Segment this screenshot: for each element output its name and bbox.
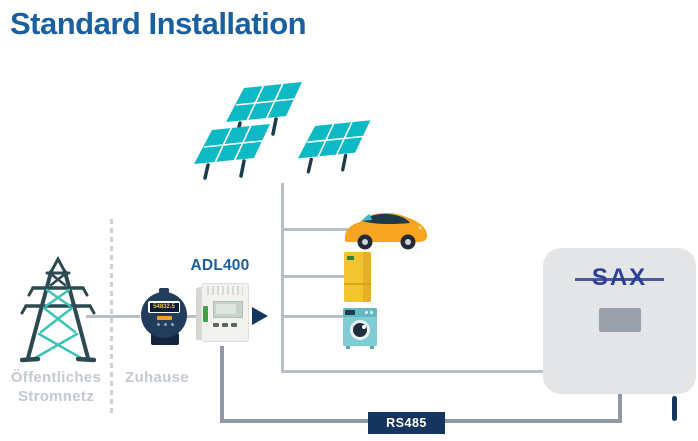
fridge-divider <box>344 283 371 285</box>
meter-dot <box>164 323 167 326</box>
adl400-green-stripe <box>203 306 208 322</box>
transmission-tower-icon <box>20 255 96 363</box>
rs485-wire-up-to-inverter <box>618 394 622 423</box>
adl400-button <box>213 323 219 327</box>
washer-door <box>350 320 370 340</box>
wire-branch-car <box>283 228 348 231</box>
ev-car-icon <box>344 212 428 250</box>
grid-home-boundary-dashed-line <box>110 219 113 416</box>
wire-branch-fridge <box>283 275 344 278</box>
rs485-wire-down-from-adl400 <box>220 346 224 422</box>
page-title: Standard Installation <box>10 6 307 41</box>
sax-logo-strikethrough <box>575 278 664 281</box>
wire-bus-to-inverter <box>281 370 545 373</box>
meter-body <box>141 292 187 338</box>
wire-meter-to-adl400 <box>184 315 202 318</box>
washing-machine-icon <box>343 308 377 349</box>
solar-panel-icon <box>297 120 371 174</box>
washer-foot <box>370 346 374 349</box>
rs485-label: RS485 <box>368 412 445 434</box>
energy-meter-icon: 54832.5 <box>140 288 192 346</box>
public-grid-label-line2: Stromnetz <box>17 388 95 405</box>
adl400-meter-icon <box>196 282 252 344</box>
adl400-screen <box>213 301 243 318</box>
meter-reading: 54832.5 <box>149 302 179 312</box>
adl400-model-label: ADL400 <box>190 257 250 274</box>
meter-orange-bar <box>157 316 172 320</box>
adl400-top-ridges <box>207 286 243 295</box>
washer-knob <box>365 311 368 314</box>
washer-foot <box>346 346 350 349</box>
inverter-display <box>598 308 641 332</box>
solar-panel-icon <box>226 82 302 138</box>
wire-branch-washer <box>283 315 343 318</box>
washer-door-gleam <box>362 325 366 329</box>
fridge-door-shade <box>363 252 371 302</box>
fridge-icon <box>344 252 371 302</box>
sax-logo-text: SAX <box>591 264 648 291</box>
sax-inverter-box: SAX <box>543 248 696 394</box>
wire-grid-to-meter <box>86 315 140 318</box>
arrow-right-icon <box>252 307 268 325</box>
fridge-display-panel <box>347 256 354 260</box>
wire-pv-bus-vertical <box>281 183 284 373</box>
washer-display <box>345 310 355 315</box>
adl400-button <box>231 323 237 327</box>
public-grid-label-line1: Öffentliches <box>10 369 102 386</box>
public-grid-label: Öffentliches Stromnetz <box>0 368 112 406</box>
meter-dot <box>171 323 174 326</box>
solar-panel-icon <box>194 124 270 180</box>
adl400-screen-glow <box>216 304 236 314</box>
meter-dot <box>157 323 160 326</box>
adl400-button <box>222 323 228 327</box>
meter-display: 54832.5 <box>148 301 180 313</box>
washer-control-strip <box>343 308 377 317</box>
home-label: Zuhause <box>125 369 189 386</box>
sax-logo: SAX <box>543 264 696 294</box>
washer-knob <box>370 311 373 314</box>
inverter-cable-stub <box>672 396 677 421</box>
